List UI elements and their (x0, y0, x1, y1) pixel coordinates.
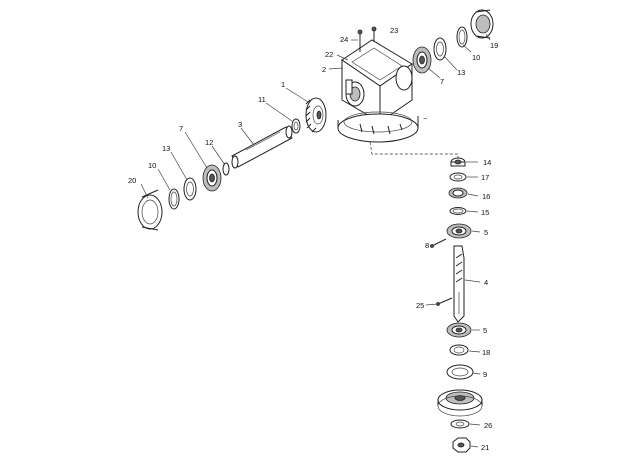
seal-part (433, 37, 447, 61)
callout-10: 10 (148, 161, 156, 170)
callout-3: 3 (238, 120, 242, 129)
washer-part (222, 162, 230, 176)
callout-16: 16 (482, 192, 490, 201)
callout-13-right: 13 (457, 68, 465, 77)
key-part (430, 238, 447, 248)
callout-17: 17 (481, 173, 489, 182)
input-shaft-part (231, 125, 293, 169)
callout-4: 4 (484, 278, 488, 287)
spacer-part (291, 118, 301, 134)
callout-10-right: 10 (472, 53, 480, 62)
callout-23: 23 (390, 26, 398, 35)
callout-26: 26 (484, 421, 492, 430)
seal-part (449, 344, 469, 356)
bearing-part (446, 322, 472, 338)
leader-lines (140, 33, 491, 448)
flange-part (437, 389, 483, 417)
callout-21: 21 (481, 443, 489, 452)
gearbox-housing: ~ (337, 26, 428, 143)
ring-part (449, 207, 467, 215)
end-cap-part (470, 9, 494, 39)
housing-note: ~ (423, 114, 428, 123)
callout-15: 15 (481, 208, 489, 217)
nut-part (452, 437, 471, 453)
bevel-gear-part (305, 97, 327, 133)
bearing-part (446, 223, 472, 239)
callout-5-lower: 5 (483, 326, 487, 335)
callout-5-upper: 5 (484, 228, 488, 237)
snap-ring-part (168, 188, 180, 210)
washer-part (449, 172, 467, 182)
pinion-part (448, 187, 468, 199)
washer-part (450, 419, 470, 429)
bearing-part (202, 164, 222, 192)
snap-ring-part (456, 26, 468, 48)
left-shaft-assembly (137, 97, 327, 231)
pin-part (436, 297, 453, 306)
callout-22: 22 (325, 50, 333, 59)
callout-13: 13 (162, 144, 170, 153)
cover-part (446, 364, 474, 380)
right-upper-assembly (412, 9, 494, 74)
callout-24: 24 (340, 35, 348, 44)
callout-20: 20 (128, 176, 136, 185)
assembly-line (369, 141, 459, 160)
end-cap-part (137, 189, 163, 231)
callout-labels: 20 10 13 7 12 3 11 1 24 23 22 2 7 13 10 … (128, 26, 498, 452)
callout-18: 18 (482, 348, 490, 357)
callout-7-right: 7 (440, 77, 444, 86)
bearing-part (412, 46, 432, 74)
callout-14: 14 (483, 158, 491, 167)
callout-1: 1 (281, 80, 285, 89)
seal-part (183, 177, 197, 201)
callout-7: 7 (179, 124, 183, 133)
callout-9: 9 (483, 370, 487, 379)
nut-part (450, 157, 466, 167)
callout-2: 2 (322, 65, 326, 74)
output-shaft-part (453, 245, 465, 323)
callout-8: 8 (425, 241, 429, 250)
callout-25: 25 (416, 301, 424, 310)
vertical-shaft-assembly (430, 157, 483, 453)
callout-12: 12 (205, 138, 213, 147)
callout-19: 19 (490, 41, 498, 50)
callout-11: 11 (258, 95, 266, 104)
